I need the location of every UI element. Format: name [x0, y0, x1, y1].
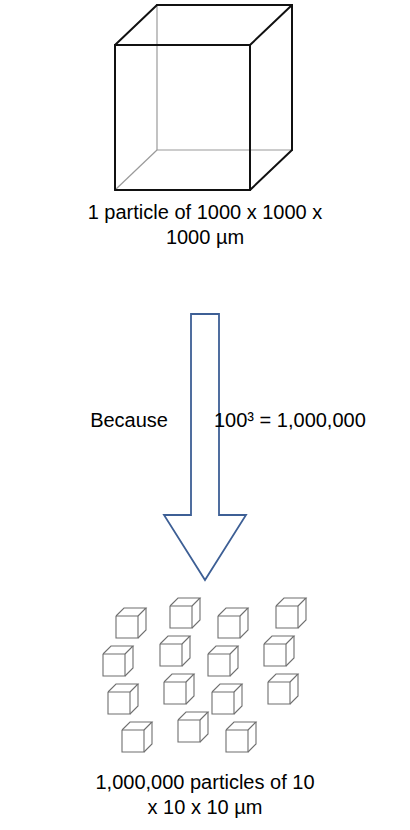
cube-edge: [240, 608, 248, 638]
cube-edge: [178, 712, 208, 720]
cube-edge: [218, 608, 248, 616]
small-cube: [268, 674, 298, 704]
cube-edge: [170, 606, 192, 628]
cube-edge: [226, 722, 256, 730]
small-cube: [226, 722, 256, 752]
cube-edge: [264, 636, 294, 644]
cube-edge: [268, 682, 290, 704]
cube-edge: [186, 674, 194, 704]
cube-edge: [264, 644, 286, 666]
cube-edge: [291, 5, 293, 150]
cube-edge: [138, 608, 146, 638]
cube-edge: [208, 654, 230, 676]
cube-edge: [178, 720, 200, 742]
arrow-note: 100³ = 1,000,000: [214, 408, 366, 433]
cube-edge: [208, 646, 238, 654]
arrow-note: Because: [90, 408, 168, 433]
cube-edge: [170, 598, 200, 606]
cube-edge: [290, 674, 298, 704]
small-cube: [103, 646, 133, 676]
cube-edge: [250, 5, 292, 45]
small-cube: [218, 608, 248, 638]
cube-edge: [164, 674, 194, 682]
cube-edge: [130, 684, 138, 714]
cube-edge: [250, 150, 292, 190]
cube-edge: [108, 684, 138, 692]
small-cube: [164, 674, 194, 704]
cube-edge: [212, 692, 234, 714]
cube-edge: [108, 692, 130, 714]
particle-caption: 1 particle of 1000 x 1000 x 1000 µm: [80, 200, 330, 250]
cube-edge: [122, 730, 144, 752]
cube-edge: [249, 45, 251, 190]
cube-edge: [103, 646, 133, 654]
cube-edge: [218, 616, 240, 638]
cube-edge: [115, 5, 157, 45]
small-cube: [178, 712, 208, 742]
cubes-drawing: [80, 590, 330, 770]
cube-edge: [212, 684, 242, 692]
cube-edge: [160, 644, 182, 666]
cube-edge: [114, 45, 116, 190]
cube-edge: [226, 730, 248, 752]
small-cube: [264, 636, 294, 666]
cube-edge: [115, 44, 250, 46]
large-particle: 1 particle of 1000 x 1000 x 1000 µm: [80, 0, 330, 300]
small-cube: [276, 598, 306, 628]
small-cube: [122, 722, 152, 752]
small-cube: [212, 684, 242, 714]
cube-edge: [234, 684, 242, 714]
cube-edge: [116, 608, 146, 616]
small-cube: [160, 636, 190, 666]
cube-edge: [192, 598, 200, 628]
hidden-edge: [157, 149, 292, 150]
cube-edge: [125, 646, 133, 676]
cube-edge: [160, 636, 190, 644]
cube-edge: [182, 636, 190, 666]
small-particles: 1,000,000 particles of 10 x 10 x 10 µm: [80, 590, 330, 830]
cube-edge: [144, 722, 152, 752]
cube-edge: [248, 722, 256, 752]
small-cube: [116, 608, 146, 638]
cube-edge: [276, 606, 298, 628]
cube-edge: [230, 646, 238, 676]
cube-edge: [122, 722, 152, 730]
hidden-edge: [115, 150, 157, 190]
cube-edge: [298, 598, 306, 628]
cube-drawing: [80, 0, 330, 200]
particle-caption: 1,000,000 particles of 10 x 10 x 10 µm: [90, 770, 320, 820]
block-arrow: [164, 314, 246, 580]
cube-edge: [276, 598, 306, 606]
cube-edge: [286, 636, 294, 666]
cube-edge: [268, 674, 298, 682]
small-cube: [208, 646, 238, 676]
cube-edge: [116, 616, 138, 638]
cube-edge: [164, 682, 186, 704]
cube-edge: [200, 712, 208, 742]
small-cube: [170, 598, 200, 628]
cube-edge: [115, 189, 250, 191]
cube-edge: [103, 654, 125, 676]
small-cube: [108, 684, 138, 714]
hidden-edge: [156, 5, 157, 150]
cube-edge: [157, 4, 292, 6]
